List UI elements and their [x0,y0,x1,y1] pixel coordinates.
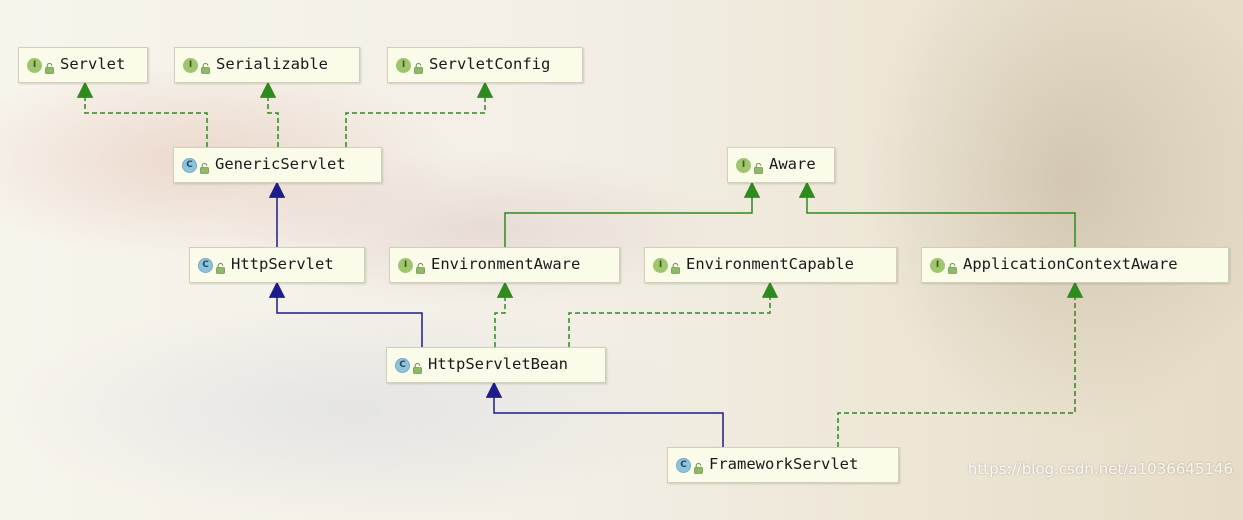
interface-badge-icon: I [398,257,413,273]
open-lock-icon [416,260,425,274]
open-lock-icon [216,260,225,274]
class-node-httpservlet[interactable]: C HttpServlet [189,247,365,283]
edge-frameworkservlet-to-httpservletbean [485,381,724,447]
node-label: ApplicationContextAware [963,255,1178,274]
interface-badge-icon: I [27,57,42,73]
interface-node-environmentcapable[interactable]: I EnvironmentCapable [644,247,897,283]
edge-genericservlet-to-serializable [259,81,279,147]
open-lock-icon [200,160,209,174]
open-lock-icon [414,60,423,74]
interface-badge-icon: I [396,57,411,73]
interface-node-servlet[interactable]: I Servlet [18,47,148,83]
open-lock-icon [694,460,703,474]
edge-genericservlet-to-servletconfig [345,81,494,147]
node-label: Aware [769,155,816,174]
open-lock-icon [413,360,422,374]
node-label: EnvironmentAware [431,255,581,274]
node-label: Serializable [216,55,328,74]
node-label: EnvironmentCapable [686,255,854,274]
open-lock-icon [754,160,763,174]
interface-badge-icon: I [653,257,668,273]
edge-genericservlet-to-servlet [76,81,208,147]
interface-node-serializable[interactable]: I Serializable [174,47,360,83]
class-badge-icon: C [198,257,213,273]
class-node-genericservlet[interactable]: C GenericServlet [173,147,382,183]
class-badge-icon: C [395,357,410,373]
interface-badge-icon: I [183,57,198,73]
open-lock-icon [45,60,54,74]
edge-frameworkservlet-to-applicationcontextaware [837,281,1084,447]
node-label: HttpServletBean [428,355,568,374]
open-lock-icon [948,260,957,274]
node-label: Servlet [60,55,126,74]
interface-node-servletconfig[interactable]: I ServletConfig [387,47,583,83]
interface-node-aware[interactable]: I Aware [727,147,835,183]
node-label: ServletConfig [429,55,551,74]
edge-applicationcontextaware-to-aware [798,181,1076,247]
node-label: FrameworkServlet [709,455,859,474]
open-lock-icon [671,260,680,274]
interface-node-environmentaware[interactable]: I EnvironmentAware [389,247,620,283]
node-label: HttpServlet [231,255,334,274]
relation-edges [76,81,1084,447]
class-badge-icon: C [676,457,691,473]
edge-environmentaware-to-aware [504,181,761,247]
edge-httpservletbean-to-httpservlet [268,281,423,347]
edge-httpservletbean-to-environmentaware [494,281,514,347]
interface-node-applicationcontextaware[interactable]: I ApplicationContextAware [921,247,1229,283]
class-node-frameworkservlet[interactable]: C FrameworkServlet [667,447,899,483]
interface-badge-icon: I [736,157,751,173]
open-lock-icon [201,60,210,74]
watermark-text: https://blog.csdn.net/a1036645146 [967,460,1233,478]
edge-httpservletbean-to-environmentcapable [568,281,779,347]
class-badge-icon: C [182,157,197,173]
class-node-httpservletbean[interactable]: C HttpServletBean [386,347,606,383]
node-label: GenericServlet [215,155,346,174]
interface-badge-icon: I [930,257,945,273]
